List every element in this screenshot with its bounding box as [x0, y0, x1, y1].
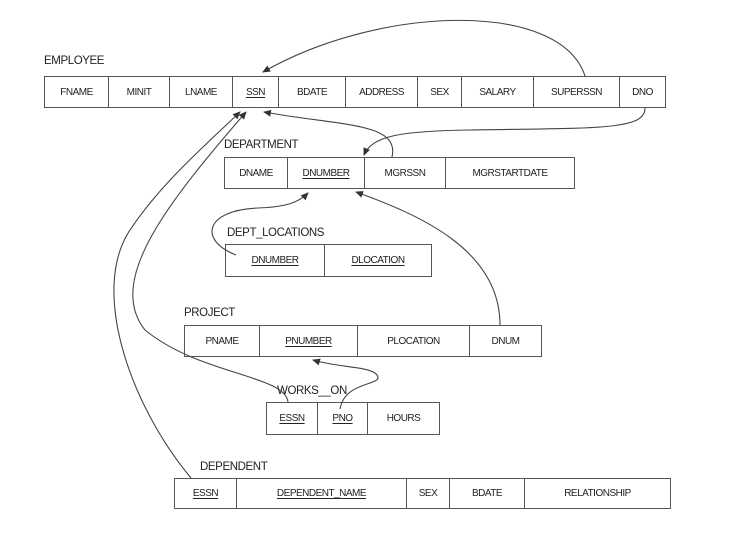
employee-table: FNAME MINIT LNAME SSN BDATE ADDRESS SEX …: [44, 76, 666, 108]
fk-arrow-dependent-essn-ssn: [113, 111, 241, 479]
employee-col-sex: SEX: [418, 77, 462, 107]
dependent-col-essn: ESSN: [175, 479, 237, 508]
dependent-col-relationship: RELATIONSHIP: [564, 488, 631, 499]
dependent-col-bdate: BDATE: [450, 479, 525, 508]
department-col-dname: DNAME: [225, 158, 288, 188]
dependent-col-sex: SEX: [407, 479, 450, 508]
project-col-dnum: DNUM: [491, 335, 521, 347]
project-col-pnumber: PNUMBER: [260, 326, 358, 356]
works-on-col-essn: ESSN: [267, 403, 318, 434]
project-table-title: PROJECT: [184, 307, 235, 319]
project-table: PNAME PNUMBER PLOCATION DNUM: [184, 325, 542, 357]
fk-arrow-dno-dnumber: [363, 107, 646, 156]
project-col-pname: PNAME: [185, 326, 260, 356]
employee-col-fname: FNAME: [45, 77, 109, 107]
works-on-col-hours: HOURS: [386, 413, 421, 424]
employee-col-superssn: SUPERSSN: [534, 77, 620, 107]
employee-col-bdate: BDATE: [279, 77, 346, 107]
dependent-table: ESSN DEPENDENT_NAME SEX BDATE RELATIONSH…: [174, 478, 671, 509]
dept-locations-col-dlocation: DLOCATION: [351, 255, 405, 266]
employee-col-dno: DNO: [632, 86, 653, 98]
employee-col-salary: SALARY: [462, 77, 534, 107]
department-table-title: DEPARTMENT: [224, 139, 299, 151]
works-on-col-pno: PNO: [318, 403, 368, 434]
employee-col-lname: LNAME: [170, 77, 233, 107]
dept-locations-table-title: DEPT_LOCATIONS: [227, 227, 325, 239]
department-col-mgrssn: MGRSSN: [365, 158, 446, 188]
dept-locations-col-dnumber: DNUMBER: [226, 245, 325, 276]
works-on-table: ESSN PNO HOURS: [266, 402, 440, 435]
department-table: DNAME DNUMBER MGRSSN MGRSTARTDATE: [224, 157, 575, 189]
employee-col-minit: MINIT: [109, 77, 170, 107]
department-col-mgrstartdate: MGRSTARTDATE: [472, 167, 548, 179]
project-col-plocation: PLOCATION: [358, 326, 470, 356]
dept-locations-table: DNUMBER DLOCATION: [225, 244, 432, 277]
employee-col-address: ADDRESS: [346, 77, 418, 107]
employee-table-title: EMPLOYEE: [44, 55, 105, 67]
dependent-col-dependent-name: DEPENDENT_NAME: [237, 479, 407, 508]
works-on-table-title: WORKS__ON: [277, 385, 347, 397]
dependent-table-title: DEPENDENT: [200, 461, 268, 473]
employee-col-ssn: SSN: [233, 77, 279, 107]
department-col-dnumber: DNUMBER: [288, 158, 365, 188]
fk-arrow-superssn-ssn: [262, 19, 586, 77]
